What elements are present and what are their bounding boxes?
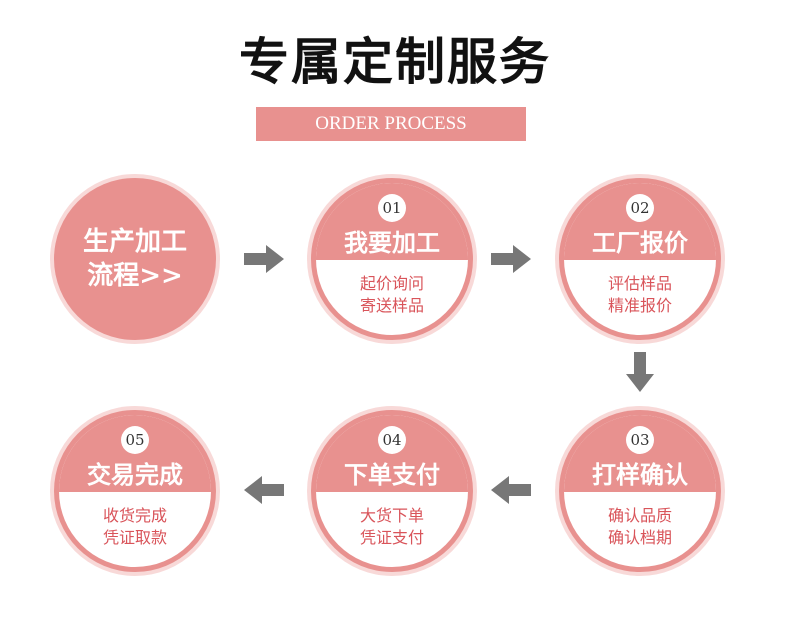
step-01-number-badge: 01 — [378, 194, 406, 222]
step-04-circle: 04 下单支付 大货下单 凭证支付 — [311, 410, 473, 572]
intro-line-1: 生产加工 — [82, 227, 187, 257]
step-04-desc-1: 大货下单 — [359, 506, 424, 525]
step-02-inner: 02 工厂报价 评估样品 精准报价 — [564, 183, 716, 335]
step-04-inner: 04 下单支付 大货下单 凭证支付 — [316, 415, 468, 567]
step-05-desc-1: 收货完成 — [102, 506, 167, 525]
page-title: 专属定制服务 — [239, 33, 551, 91]
arrow-down-icon — [626, 352, 654, 392]
step-02-desc-2: 精准报价 — [607, 296, 672, 315]
subtitle-banner: ORDER PROCESS — [256, 107, 526, 141]
step-03-number-badge: 03 — [626, 426, 654, 454]
step-01-desc-2: 寄送样品 — [359, 296, 424, 315]
step-03-inner: 03 打样确认 确认品质 确认档期 — [564, 415, 716, 567]
step-02-title: 工厂报价 — [592, 228, 688, 257]
step-05-title: 交易完成 — [87, 460, 183, 489]
intro-line-2: 流程>> — [87, 261, 183, 291]
step-05-number-badge: 05 — [121, 426, 149, 454]
step-02-circle: 02 工厂报价 评估样品 精准报价 — [559, 178, 721, 340]
step-03-desc-1: 确认品质 — [607, 506, 672, 525]
step-01-title: 我要加工 — [344, 228, 440, 257]
step-02-desc-1: 评估样品 — [607, 274, 672, 293]
arrow-right-icon — [244, 245, 284, 273]
step-03-circle: 03 打样确认 确认品质 确认档期 — [559, 410, 721, 572]
step-04-desc-2: 凭证支付 — [359, 528, 424, 547]
step-05-circle: 05 交易完成 收货完成 凭证取款 — [54, 410, 216, 572]
process-intro-circle: 生产加工 流程>> — [54, 178, 216, 340]
step-04-number-badge: 04 — [378, 426, 406, 454]
step-03-desc-2: 确认档期 — [607, 528, 672, 547]
step-01-desc-1: 起价询问 — [359, 274, 424, 293]
step-01-inner: 01 我要加工 起价询问 寄送样品 — [316, 183, 468, 335]
step-03-title: 打样确认 — [592, 460, 688, 489]
arrow-left-icon — [491, 476, 531, 504]
step-02-number-badge: 02 — [626, 194, 654, 222]
arrow-right-icon — [491, 245, 531, 273]
step-05-desc-2: 凭证取款 — [102, 528, 167, 547]
arrow-left-icon — [244, 476, 284, 504]
step-05-inner: 05 交易完成 收货完成 凭证取款 — [59, 415, 211, 567]
step-04-title: 下单支付 — [344, 460, 440, 489]
step-01-circle: 01 我要加工 起价询问 寄送样品 — [311, 178, 473, 340]
